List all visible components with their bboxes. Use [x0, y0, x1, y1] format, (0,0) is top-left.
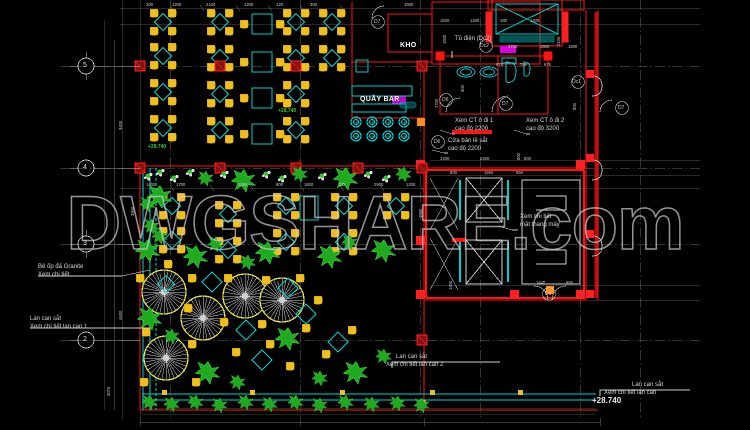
annotation-ct-o-di-1-line1: Xem CT ô đi 1 — [455, 118, 494, 124]
dim-vert-right-7: 800 — [516, 153, 521, 160]
dim-top-12: 1500 — [540, 44, 550, 49]
door-tag-dc2[interactable]: Dc2 — [480, 43, 489, 49]
annotation-lan-can-3-line2: Xem chi tiết lan can — [604, 390, 657, 396]
annotation-cua-ban-le-line1: Cửa bản lề sắt — [448, 138, 488, 144]
dim-vert-right-1: 1700 — [434, 98, 439, 108]
annotation-lan-can-1-line1: Lan can sắt — [30, 316, 62, 322]
dim-top-7: 1500 — [440, 18, 450, 23]
dim-mid-2: 1900 — [238, 182, 248, 187]
annotation-granite-line1: Bê ốp đá Granite — [38, 264, 84, 270]
annotation-lan-can-3-line1: Lan can sắt — [632, 382, 664, 388]
dim-top-2: 2100 — [206, 2, 216, 7]
dim-vert-left-0: 3400 — [118, 120, 123, 130]
dim-vert-right-4: 800 — [572, 103, 577, 110]
svg-text:+28.740: +28.740 — [278, 108, 296, 114]
door-tag-d7-a[interactable]: D7 — [374, 19, 381, 25]
dim-top-1: 1200 — [172, 2, 182, 7]
dim-top-11: 3700 — [508, 44, 518, 49]
dim-mid-0: 1400 — [146, 182, 156, 187]
dim-low-8: 675 — [496, 62, 503, 67]
dim-top-13: 1500 — [568, 44, 578, 49]
grid-bubble-4[interactable]: 4 — [83, 164, 87, 171]
door-tag-d6-a[interactable]: D6 — [442, 97, 449, 103]
dim-top-6: 1500 — [404, 2, 414, 7]
dim-vert-left-3: 3075 — [106, 386, 111, 396]
dim-mid-5: 700 — [338, 182, 345, 187]
annotation-cua-ban-le-line2: cao độ 2200 — [448, 146, 482, 152]
annotation-lan-can-2-line1: Lan can sắt — [396, 354, 428, 360]
dim-low-9: 720 — [520, 62, 527, 67]
dim-top-4: 120 — [276, 2, 283, 7]
grid-bubble-5[interactable]: 5 — [83, 62, 87, 69]
door-tag-dc1[interactable]: Dc1 — [572, 79, 581, 85]
dim-low-10: 675 — [544, 62, 551, 67]
door-tag-d7-c[interactable]: D7 — [618, 105, 625, 111]
door-tag-d5[interactable]: D5 — [545, 291, 552, 297]
dim-top-9: 180 — [500, 18, 507, 23]
dim-mid-6: 2900 — [374, 182, 384, 187]
dim-top-3: 1200 — [244, 2, 254, 7]
dim-vert-left-1: 3800 — [130, 206, 135, 216]
annotation-ct-o-di-2-line1: Xem CT ô đi 2 — [526, 118, 565, 124]
annotation-tu-dien: Tủ điện (Dc2) — [455, 36, 492, 42]
dim-vert-right-5: 1550 — [418, 208, 423, 218]
annotation-lan-can-1-line2: Xem chi tiết lan can 1 — [30, 324, 88, 330]
dim-low-7: 850 — [516, 170, 523, 175]
dim-low-3: 1440 — [536, 280, 546, 285]
dim-top-0: 100 — [146, 2, 153, 7]
annotation-granite-line2: Xem chi tiết — [38, 272, 70, 278]
dim-top-10: 1200 — [530, 18, 540, 23]
dim-mid-1: 1700 — [176, 182, 186, 187]
grid-bubble-2[interactable]: 2 — [83, 336, 87, 343]
dim-low-4: 655 — [566, 280, 573, 285]
door-tag-d6-b[interactable]: D6 — [434, 139, 441, 145]
dim-mid-4: 1600 — [304, 182, 314, 187]
dim-mid-7: 1200 — [406, 182, 416, 187]
dim-low-5: 800 — [450, 170, 457, 175]
dim-mid-3: 600 — [276, 182, 283, 187]
dim-top-5: 300 — [310, 2, 317, 7]
annotation-lan-can-2-line2: Xem chi tiết lan can 2 — [386, 362, 444, 368]
room-label-quay-bar: QUẦY BAR — [360, 96, 400, 103]
dim-low-6: 1550 — [484, 170, 494, 175]
svg-text:+28.740: +28.740 — [148, 144, 166, 150]
room-label-kho: KHO — [400, 42, 417, 49]
dim-low-1: 2400 — [480, 156, 490, 161]
dim-vert-right-6: 1300 — [448, 280, 453, 290]
annotation-thang-may-line1: Xem chi tiết — [520, 214, 552, 220]
dim-vert-right-2: 900 — [460, 85, 465, 92]
annotation-ct-o-di-2-line2: cao độ 3200 — [526, 126, 560, 132]
annotation-ct-o-di-1-line2: cao độ 2200 — [455, 126, 489, 132]
elevation-marker: +28.740 — [592, 396, 622, 405]
grid-bubble-3[interactable]: 3 — [83, 240, 87, 247]
dim-vert-right-3: 2100 — [556, 36, 561, 46]
dim-low-0: 1400 — [440, 156, 450, 161]
door-tag-d7-b[interactable]: D7 — [502, 101, 509, 107]
dim-top-8: 1200 — [470, 18, 480, 23]
dim-low-2: 600 — [524, 156, 531, 161]
annotation-thang-may-line2: mặt thang máy — [520, 222, 560, 228]
dim-vert-right-0: 1500 — [442, 34, 447, 44]
dim-vert-left-2: 4600 — [118, 310, 123, 320]
